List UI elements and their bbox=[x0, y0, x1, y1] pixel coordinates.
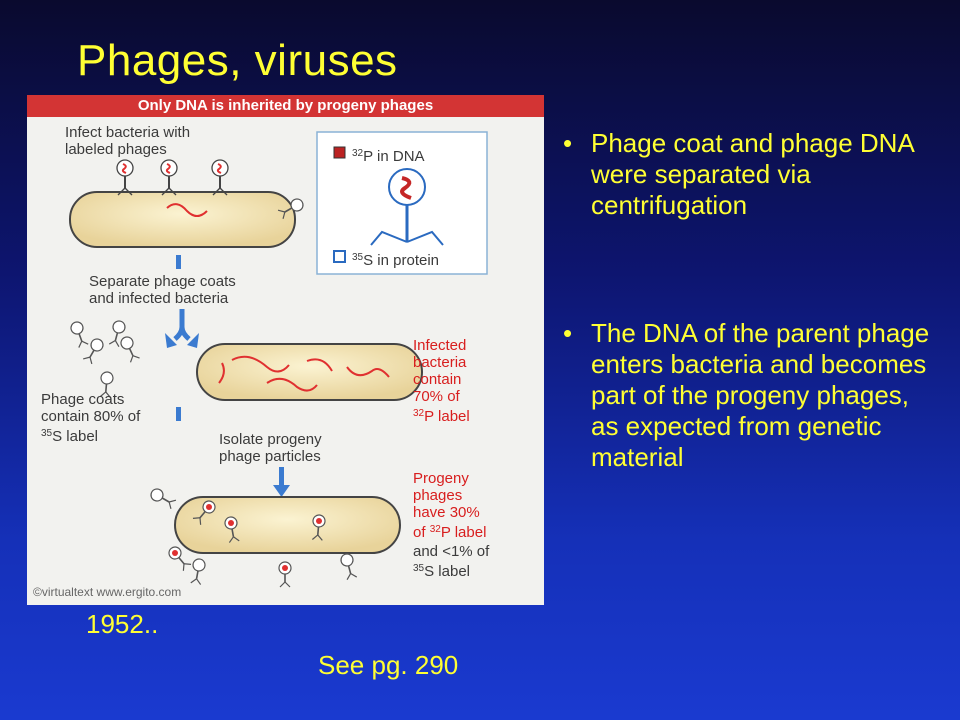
figure-watermark: ©virtualtext www.ergito.com bbox=[33, 585, 182, 599]
arrow-head bbox=[273, 485, 290, 497]
phage-coat bbox=[81, 336, 106, 366]
protein-label-swatch bbox=[333, 250, 346, 263]
infecting-phage bbox=[211, 159, 229, 196]
infected-bacterium bbox=[196, 343, 423, 401]
infecting-phage bbox=[160, 159, 178, 196]
page-reference: See pg. 290 bbox=[318, 650, 459, 680]
progeny-label: Progeny phages have 30% of 32P label bbox=[413, 470, 487, 541]
arrow-stem bbox=[176, 407, 181, 421]
arrow-stem bbox=[176, 255, 181, 269]
bullet-marker: • bbox=[563, 318, 573, 348]
infecting-phage bbox=[116, 159, 134, 196]
infect-label: Infect bacteria with labeled phages bbox=[65, 124, 191, 158]
isolate-label: Isolate progeny phage particles bbox=[219, 431, 322, 465]
hershey-chase-figure: Only DNA is inherited by progeny phages … bbox=[27, 95, 544, 605]
phage-coat bbox=[118, 334, 142, 364]
bullet-list: •Phage coat and phage DNA were separated… bbox=[563, 128, 943, 473]
bullet-item: •The DNA of the parent phage enters bact… bbox=[563, 318, 930, 472]
progeny-phage bbox=[188, 557, 207, 586]
arrow-stem bbox=[279, 467, 284, 487]
progeny-phage bbox=[338, 551, 359, 581]
protein-legend-label: 35S in protein bbox=[352, 252, 440, 269]
year-label: 1952.. bbox=[86, 609, 159, 639]
figure-illustration bbox=[68, 131, 488, 588]
parent-phage-coat bbox=[148, 486, 178, 511]
dna-legend-label: 32P in DNA bbox=[352, 148, 425, 165]
bullet-item: •Phage coat and phage DNA were separated… bbox=[563, 128, 914, 220]
split-arrow-right bbox=[179, 309, 191, 341]
legend-phage-diagram bbox=[370, 168, 444, 246]
bacterium-1 bbox=[69, 191, 296, 248]
phage-coat bbox=[68, 319, 90, 349]
separate-label: Separate phage coats and infected bacter… bbox=[89, 273, 236, 307]
bullet-marker: • bbox=[563, 128, 573, 158]
figure-header: Only DNA is inherited by progeny phages bbox=[27, 95, 544, 117]
slide-title: Phages, viruses bbox=[77, 36, 398, 85]
dna-label-swatch bbox=[333, 146, 346, 159]
